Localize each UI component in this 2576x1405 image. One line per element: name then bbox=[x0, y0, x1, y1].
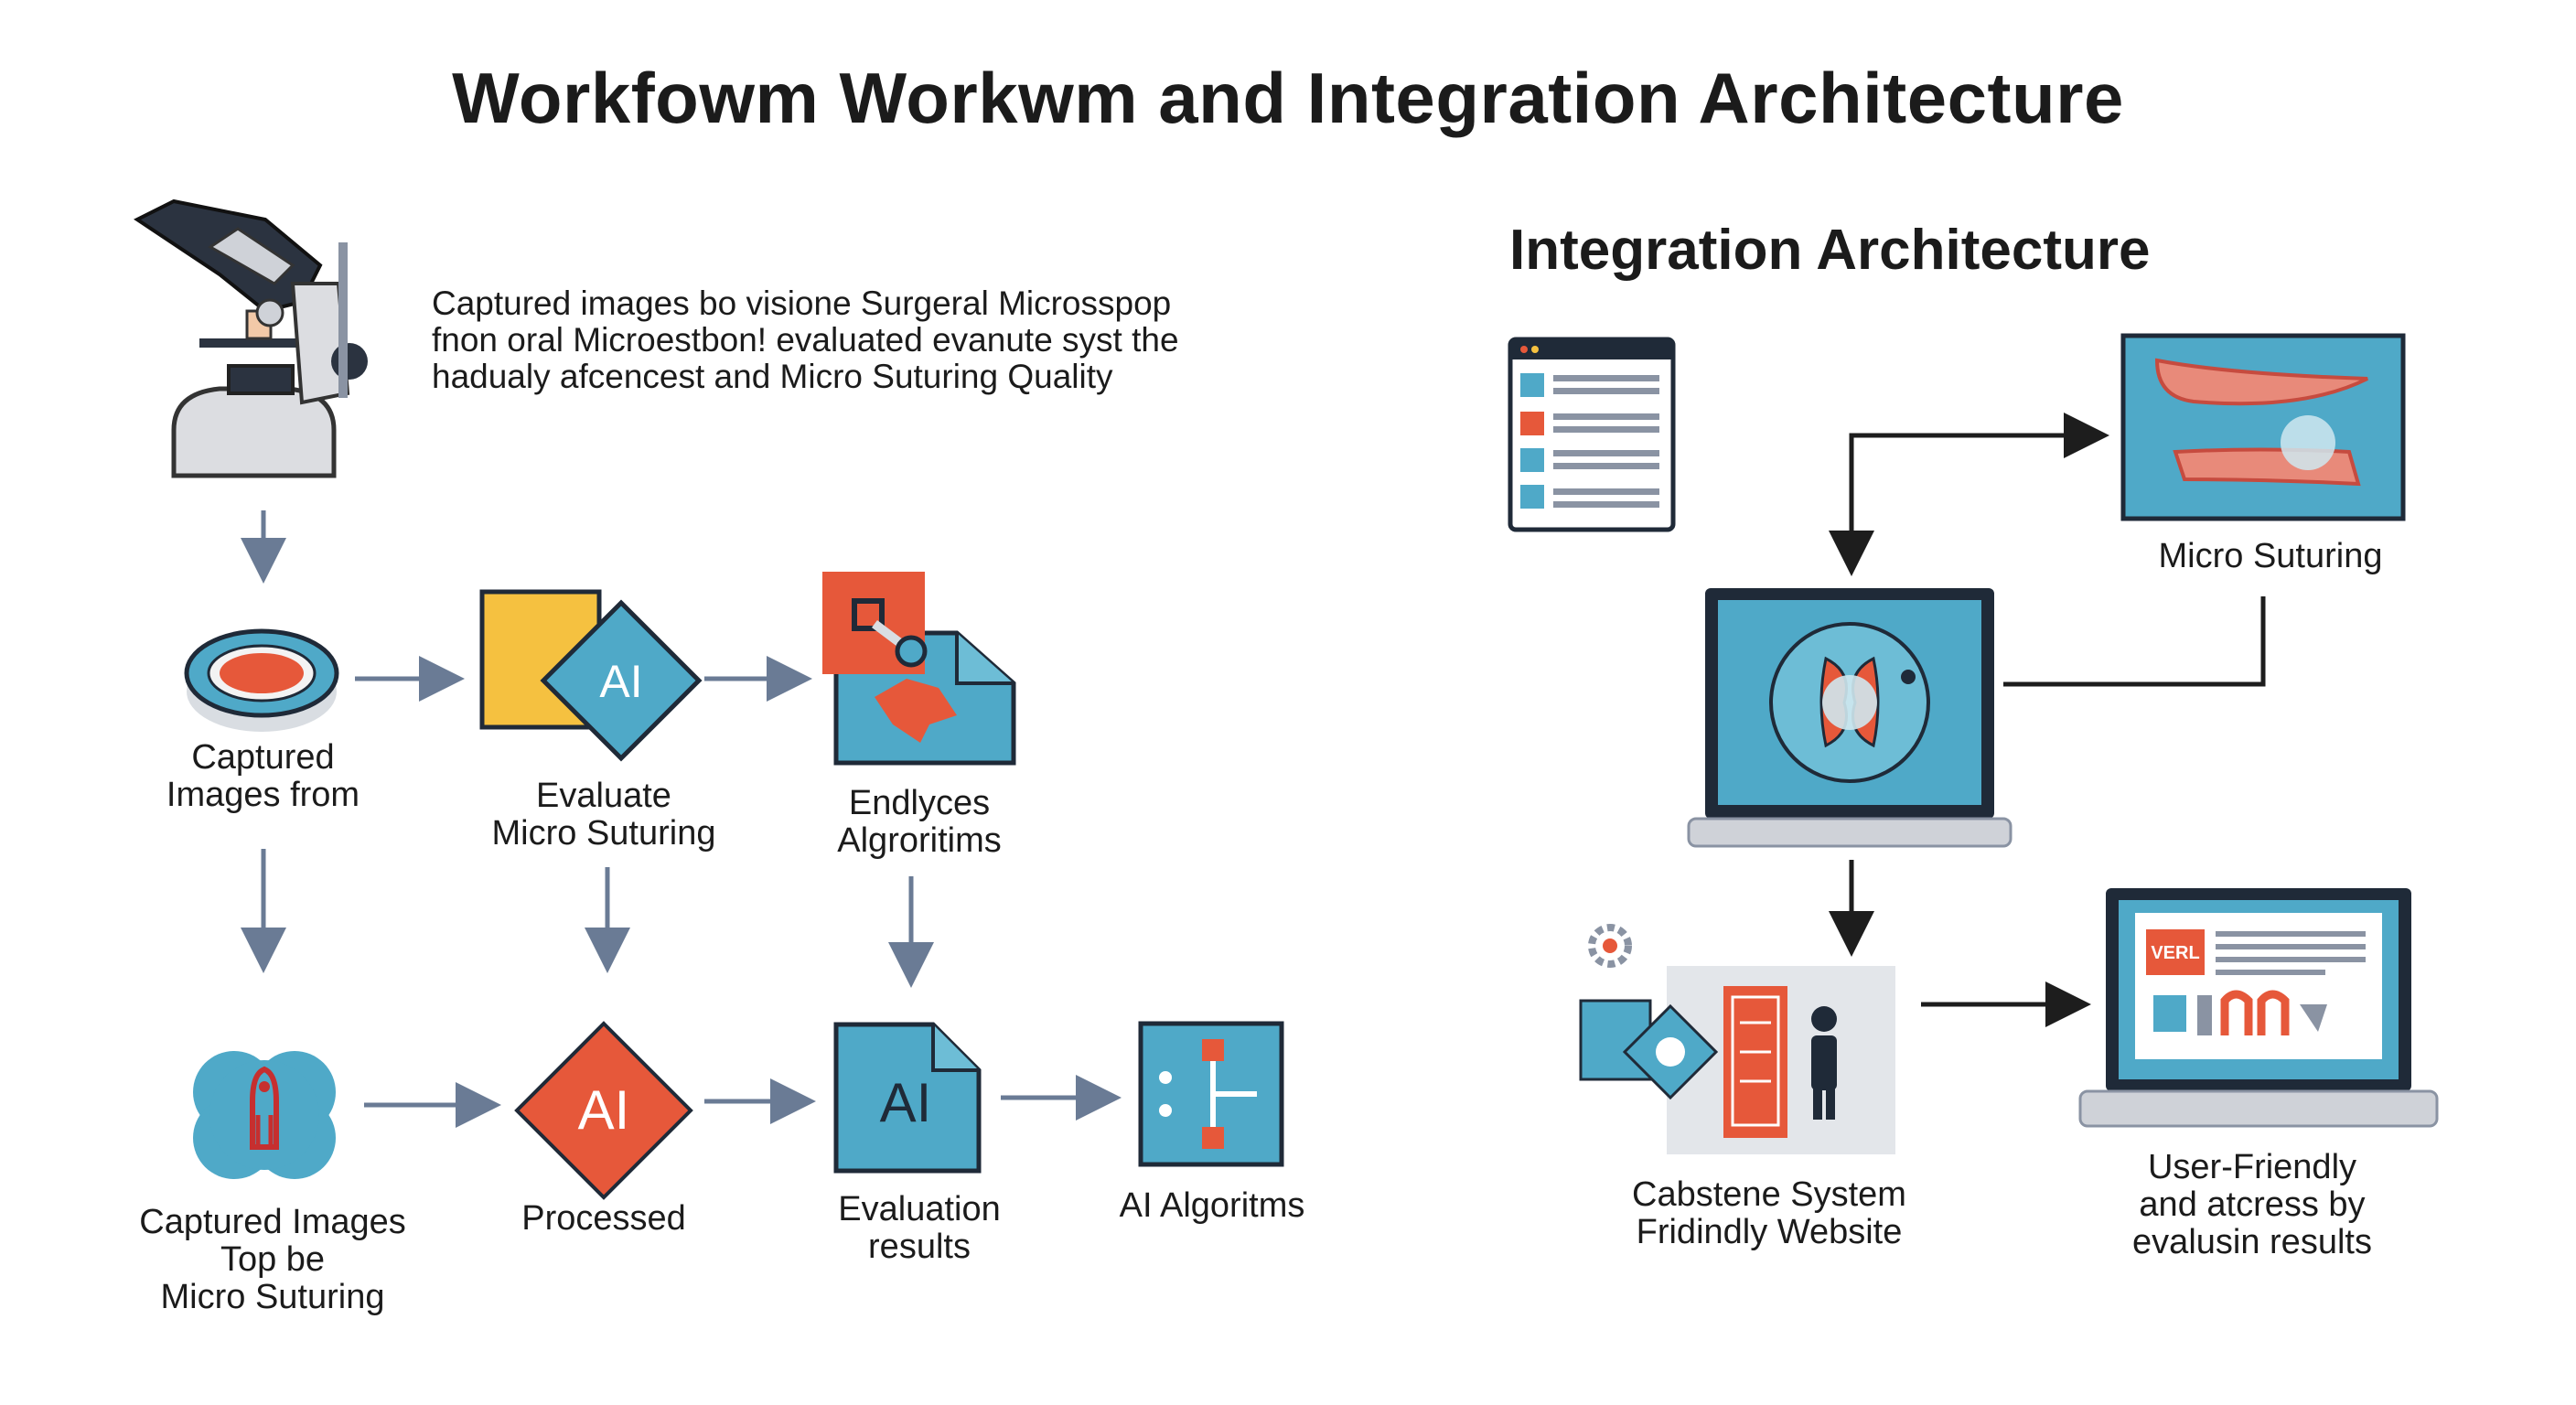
suture-image-icon bbox=[2120, 333, 2406, 521]
ai-file-text: AI bbox=[880, 1072, 932, 1133]
description-line-1: Captured images bo visione Surgeral Micr… bbox=[432, 284, 1172, 322]
person-icon bbox=[1811, 1006, 1837, 1032]
ai-diamond-text: AI bbox=[578, 1079, 630, 1141]
stitch-icon bbox=[193, 1051, 336, 1179]
workflow-description: Captured images bo visione Surgeral Micr… bbox=[432, 285, 1255, 395]
ai-document-icon: AI bbox=[479, 589, 703, 762]
evaluate-label: Evaluate Micro Suturing bbox=[491, 777, 716, 853]
captured-images-label: Captured Images from bbox=[166, 738, 360, 814]
description-line-3: hadualy afcencest and Micro Suturing Qua… bbox=[432, 358, 1113, 395]
user-friendly-label: User-Friendly and atcress by evalusin re… bbox=[2132, 1148, 2372, 1261]
screen-logo-text: VERL bbox=[2151, 943, 2199, 963]
arrow-to-suturing bbox=[1849, 413, 2109, 571]
laptop-icon bbox=[1687, 588, 2012, 848]
system-panel-icon bbox=[1579, 924, 1895, 1154]
microscope-icon bbox=[134, 198, 368, 478]
system-label: Cabstene System Fridindly Website bbox=[1632, 1175, 1906, 1251]
petri-dish-icon bbox=[184, 628, 339, 732]
ai-diamond-icon: AI bbox=[514, 1021, 693, 1200]
ai-algorithms-label: AI Algoritms bbox=[1119, 1186, 1305, 1225]
line-laptop-suturing bbox=[2003, 596, 2266, 687]
gear-icon bbox=[1588, 924, 1632, 968]
magnifier-document-icon bbox=[822, 572, 1016, 766]
dashboard-icon bbox=[1508, 337, 1676, 532]
evaluation-results-label: Evaluation results bbox=[838, 1190, 1001, 1266]
results-laptop-icon: VERL bbox=[2078, 888, 2439, 1128]
captured-images-row2-label: Captured Images Top be Micro Suturing bbox=[139, 1203, 406, 1316]
ai-file-icon: AI bbox=[833, 1022, 982, 1174]
page-title: Workfowm Workwm and Integration Architec… bbox=[452, 58, 2124, 138]
processed-label: Processed bbox=[521, 1199, 686, 1238]
micro-suturing-label: Micro Suturing bbox=[2158, 537, 2383, 575]
description-line-2: fnon oral Microestbon! evaluated evanute… bbox=[432, 321, 1179, 359]
algorithm-flow-icon bbox=[1138, 1021, 1284, 1167]
ai-badge-text: AI bbox=[599, 656, 642, 707]
endlyces-label: Endlyces Algroritims bbox=[837, 784, 1002, 860]
integration-title: Integration Architecture bbox=[1509, 219, 2151, 282]
